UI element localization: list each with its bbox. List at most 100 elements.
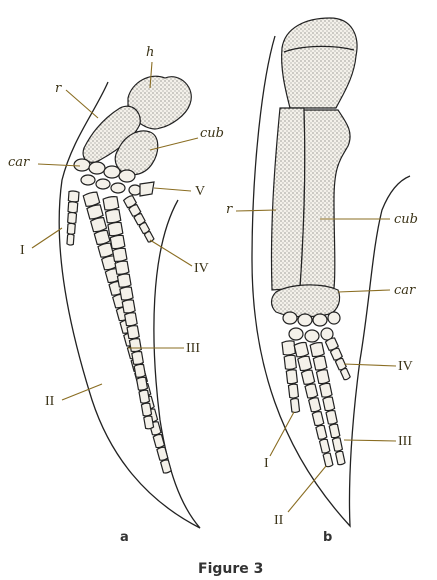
digit-IV-b: [324, 337, 351, 381]
phalanx: [138, 222, 151, 234]
carpal-plate-b: [270, 284, 341, 318]
phalanx: [334, 450, 346, 466]
label-a-cub: cub: [200, 126, 224, 141]
phalanx: [126, 325, 140, 340]
phalanx: [112, 247, 128, 263]
phalanx: [315, 369, 331, 385]
phalanx: [311, 411, 325, 427]
label-b-I: I: [264, 456, 269, 471]
phalanx: [285, 369, 299, 385]
phalanx: [152, 433, 166, 449]
radius-a: [82, 105, 141, 163]
panel-b-labels: r cub car IV III I II: [226, 202, 418, 528]
phalanx: [67, 201, 79, 214]
phalanx: [293, 341, 310, 358]
phalanx: [104, 208, 122, 224]
phalanx: [93, 229, 111, 245]
digit-I-b: [281, 340, 301, 414]
label-b-IV: IV: [398, 359, 413, 374]
panel-label-b: b: [323, 530, 332, 545]
phalanx: [66, 222, 76, 235]
carpals-a: [73, 158, 155, 197]
panel-b-drawing: [251, 17, 411, 528]
phalanx: [114, 260, 130, 275]
phalanx: [324, 337, 339, 351]
phalanx: [128, 337, 142, 353]
phalanx: [287, 383, 300, 399]
phalanx: [322, 396, 336, 412]
phalanx: [325, 409, 338, 425]
phalanx: [133, 213, 146, 226]
digit-IV-a: [122, 194, 155, 243]
phalanx: [328, 423, 341, 439]
phalanx: [159, 459, 172, 474]
phalanx: [319, 382, 333, 398]
phalanx: [315, 424, 328, 440]
phalanx: [309, 342, 325, 358]
digit-II-b: [293, 341, 334, 468]
fin-outline-b: [251, 35, 411, 528]
phalanx: [304, 383, 319, 399]
phalanx: [122, 194, 138, 209]
figure-caption: Figure 3: [198, 561, 263, 577]
label-a-I: I: [20, 243, 25, 258]
phalanx: [67, 190, 80, 203]
phalanx: [67, 211, 78, 225]
digit-III-b: [309, 342, 346, 466]
phalanx: [307, 397, 322, 413]
label-b-r: r: [226, 202, 233, 217]
phalanx: [119, 286, 134, 301]
phalanx: [66, 233, 75, 246]
phalanx: [140, 402, 153, 417]
label-b-cub: cub: [394, 212, 418, 227]
humerus-b: [281, 17, 358, 109]
label-b-III: III: [398, 434, 412, 449]
phalanx: [131, 350, 144, 366]
phalanx: [281, 340, 296, 356]
phalanx: [289, 397, 301, 414]
label-a-IV: IV: [194, 261, 209, 276]
phalanx: [89, 217, 108, 233]
phalanx: [107, 221, 124, 237]
label-a-h: h: [146, 45, 154, 60]
label-a-car: car: [8, 155, 30, 170]
phalanx: [312, 355, 328, 371]
fin-outline-a: [58, 81, 201, 529]
label-a-V: V: [195, 184, 205, 199]
phalanx: [300, 369, 316, 385]
phalanx: [318, 438, 331, 454]
phalanx: [322, 452, 334, 468]
label-b-II: II: [274, 513, 284, 528]
phalanx: [143, 231, 155, 243]
phalanx: [156, 446, 169, 461]
panel-a-labels: h r cub car V I IV III II: [8, 45, 224, 409]
phalanx: [102, 196, 120, 211]
phalanx: [82, 191, 101, 207]
phalanx: [86, 204, 104, 220]
phalanx: [331, 437, 344, 452]
phalanx: [283, 354, 297, 370]
label-a-r: r: [55, 81, 62, 96]
digit-III-a: [102, 196, 155, 430]
ulna-b: [299, 109, 351, 289]
radius-b: [270, 107, 306, 291]
panel-a-drawing: [58, 75, 201, 529]
label-b-car: car: [394, 283, 416, 298]
digit-II-a: [82, 191, 172, 474]
carpals-b: [282, 311, 341, 343]
label-a-III: III: [186, 341, 200, 356]
panel-label-a: a: [120, 530, 129, 545]
phalanx: [123, 312, 138, 327]
phalanx: [143, 415, 155, 430]
phalanx: [133, 363, 147, 378]
phalanx: [329, 347, 343, 361]
label-a-II: II: [45, 394, 55, 409]
phalanx: [121, 299, 136, 314]
phalanx: [135, 376, 149, 391]
phalanx: [334, 357, 347, 371]
phalanx: [116, 273, 132, 288]
phalanx: [339, 367, 351, 381]
ulna-a: [114, 130, 159, 176]
phalanx: [138, 389, 151, 404]
